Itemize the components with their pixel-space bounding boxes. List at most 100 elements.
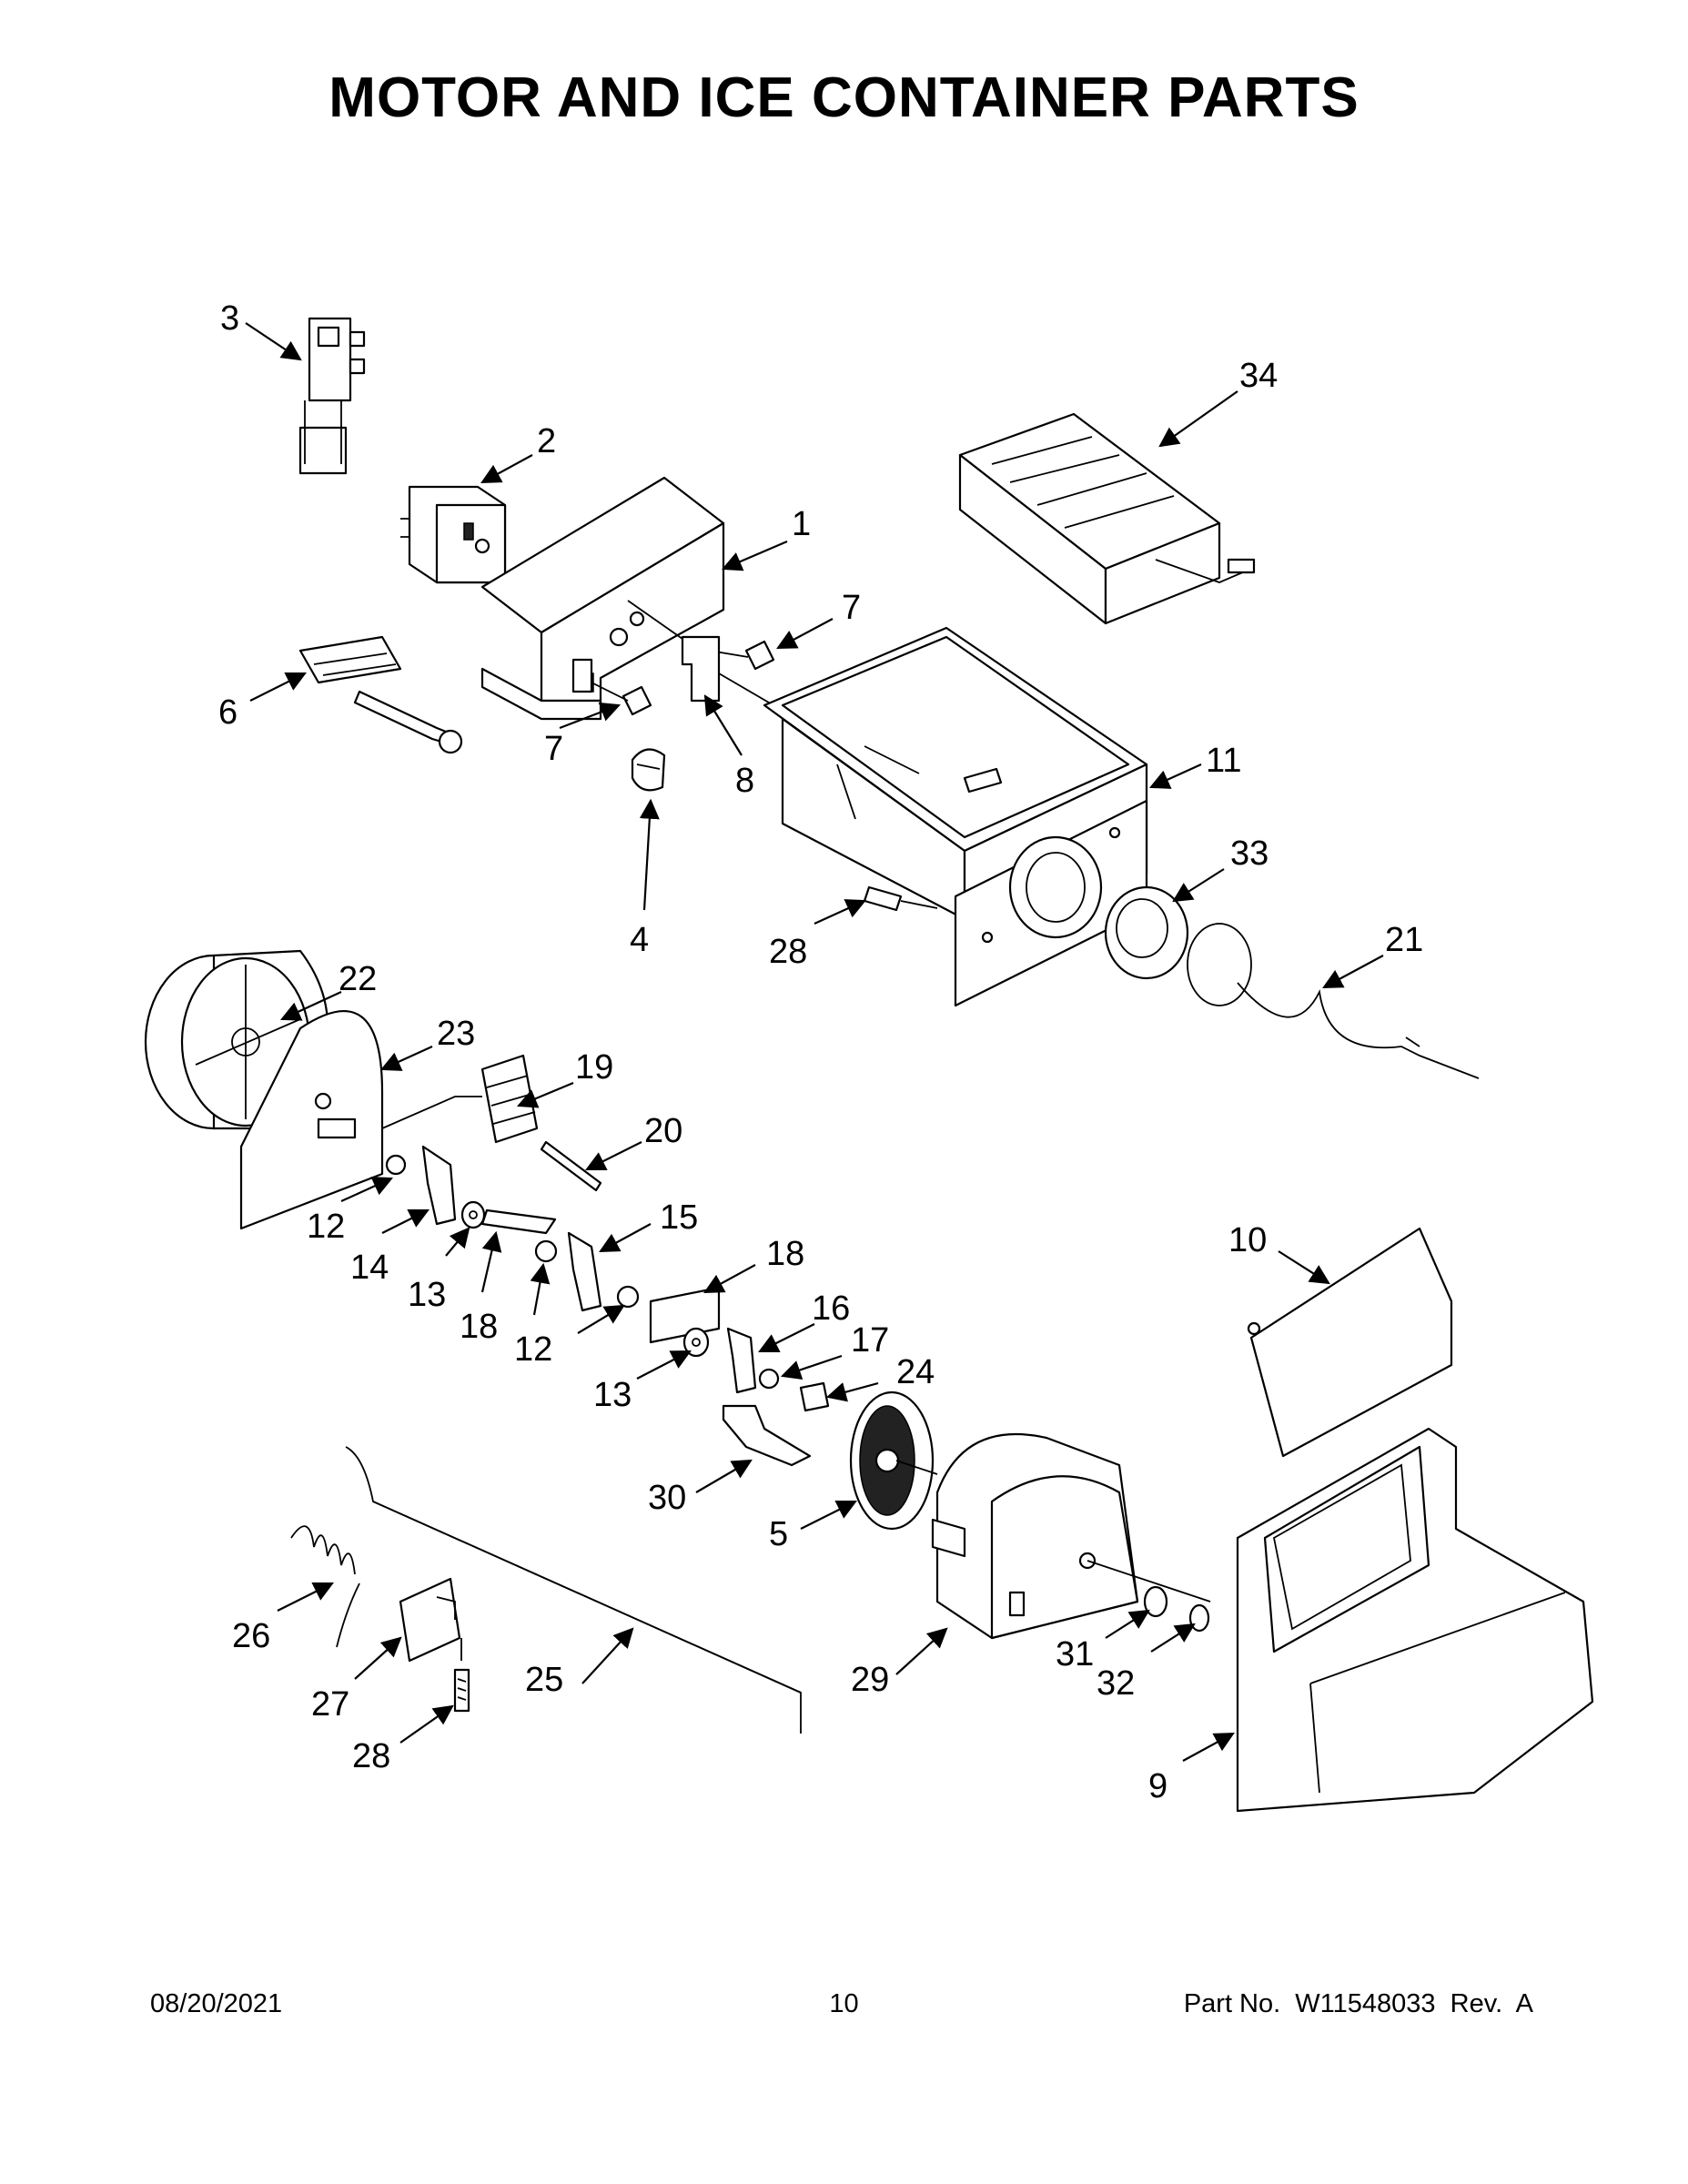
part-13-washer-b bbox=[682, 1327, 710, 1358]
callout-13b: 13 bbox=[593, 1376, 632, 1414]
callout-12a: 12 bbox=[307, 1208, 345, 1246]
footer-page-number: 10 bbox=[829, 1989, 859, 2018]
part-9-chute bbox=[1236, 1427, 1594, 1813]
callout-32: 32 bbox=[1097, 1664, 1135, 1703]
callout-arrows bbox=[245, 322, 1384, 1762]
part-15-cam bbox=[567, 1231, 602, 1312]
callout-11: 11 bbox=[1206, 742, 1241, 780]
part-18-blade-a bbox=[480, 1208, 557, 1235]
callout-28a: 28 bbox=[769, 933, 807, 971]
arrow-27 bbox=[354, 1636, 402, 1680]
callout-31: 31 bbox=[1056, 1635, 1094, 1673]
part-12-bearing-c bbox=[616, 1285, 640, 1309]
callout-3: 3 bbox=[220, 299, 239, 338]
arrow-5 bbox=[800, 1501, 857, 1530]
arrow-6 bbox=[249, 672, 307, 702]
callout-30: 30 bbox=[648, 1479, 686, 1517]
part-16-cam bbox=[726, 1327, 757, 1394]
callout-6: 6 bbox=[218, 693, 238, 732]
part-17-washer bbox=[758, 1368, 780, 1390]
arrow-12c bbox=[577, 1304, 625, 1334]
callout-27: 27 bbox=[311, 1685, 349, 1724]
callout-9: 9 bbox=[1148, 1767, 1167, 1805]
part-12-bearing-b bbox=[534, 1239, 558, 1263]
arrow-25 bbox=[581, 1627, 634, 1684]
part-6-thermostat bbox=[298, 635, 463, 754]
footer-part-number: Part No. W11548033 Rev. A bbox=[1183, 1989, 1533, 2018]
arrow-34 bbox=[1158, 390, 1238, 448]
callout-15: 15 bbox=[660, 1198, 698, 1237]
part-14-cam bbox=[421, 1145, 457, 1226]
arrow-22 bbox=[280, 991, 342, 1021]
part-12-bearing-a bbox=[385, 1154, 407, 1176]
arrow-32 bbox=[1150, 1623, 1196, 1653]
part-8-clip bbox=[681, 635, 774, 706]
callout-10: 10 bbox=[1228, 1221, 1267, 1259]
callout-17: 17 bbox=[851, 1321, 889, 1360]
arrow-11 bbox=[1148, 763, 1202, 789]
callout-29: 29 bbox=[851, 1661, 889, 1699]
arrow-33 bbox=[1172, 868, 1225, 903]
callout-20: 20 bbox=[644, 1112, 682, 1150]
callout-4: 4 bbox=[630, 921, 649, 959]
part-27-bracket bbox=[399, 1577, 461, 1663]
arrow-18b bbox=[703, 1264, 756, 1294]
callout-18a: 18 bbox=[460, 1308, 498, 1346]
callout-28b: 28 bbox=[352, 1737, 390, 1775]
arrow-2 bbox=[480, 454, 533, 484]
arrow-26 bbox=[277, 1582, 334, 1612]
part-19-crusher bbox=[381, 1054, 539, 1144]
callout-16: 16 bbox=[812, 1289, 850, 1328]
callout-7a: 7 bbox=[842, 589, 861, 627]
arrow-16 bbox=[758, 1323, 815, 1352]
arrow-28a bbox=[814, 899, 867, 925]
part-3-valve bbox=[298, 317, 366, 475]
part-5-gear bbox=[849, 1390, 938, 1531]
arrow-12b bbox=[530, 1262, 551, 1316]
arrow-29 bbox=[895, 1627, 948, 1675]
callout-8: 8 bbox=[735, 762, 754, 800]
callout-13a: 13 bbox=[408, 1276, 446, 1314]
part-30-clip bbox=[722, 1404, 812, 1467]
part-34-ice-maker bbox=[958, 412, 1256, 625]
arrow-8 bbox=[703, 694, 743, 756]
callout-23: 23 bbox=[437, 1015, 475, 1053]
arrow-17 bbox=[780, 1354, 843, 1380]
arrow-24 bbox=[825, 1381, 879, 1402]
arrow-13b bbox=[636, 1350, 692, 1380]
arrow-18a bbox=[480, 1230, 502, 1293]
part-11-ice-container bbox=[763, 626, 1148, 1007]
part-13-washer-a bbox=[460, 1200, 486, 1229]
arrow-31 bbox=[1105, 1609, 1150, 1639]
part-1-bracket bbox=[480, 476, 725, 721]
arrow-30 bbox=[695, 1459, 753, 1493]
callout-5: 5 bbox=[769, 1515, 788, 1553]
part-2-switch bbox=[400, 485, 507, 584]
arrow-10 bbox=[1278, 1250, 1330, 1285]
callout-33: 33 bbox=[1230, 834, 1269, 873]
arrow-9 bbox=[1182, 1732, 1235, 1762]
callout-22: 22 bbox=[339, 960, 377, 998]
part-25-panel bbox=[345, 1446, 802, 1734]
arrow-21 bbox=[1322, 955, 1384, 989]
arrow-19 bbox=[516, 1081, 574, 1108]
arrow-20 bbox=[585, 1141, 642, 1170]
callout-25: 25 bbox=[525, 1661, 563, 1699]
arrow-13a bbox=[445, 1227, 470, 1257]
arrow-15 bbox=[599, 1223, 652, 1253]
callout-12b: 12 bbox=[514, 1330, 552, 1369]
part-10-door bbox=[1247, 1227, 1453, 1458]
callout-21: 21 bbox=[1385, 921, 1423, 959]
part-18-blade-b bbox=[649, 1286, 721, 1344]
arrow-4 bbox=[639, 798, 660, 911]
part-32-clip bbox=[1188, 1603, 1210, 1633]
callout-14: 14 bbox=[350, 1249, 389, 1287]
part-31-washer bbox=[1143, 1585, 1168, 1618]
part-33-cap bbox=[1104, 885, 1189, 980]
footer-date: 08/20/2021 bbox=[150, 1989, 283, 2018]
callout-24: 24 bbox=[896, 1353, 935, 1391]
callout-26: 26 bbox=[232, 1617, 270, 1655]
page-title: MOTOR AND ICE CONTAINER PARTS bbox=[329, 66, 1359, 129]
callout-labels: 1 2 3 4 5 6 7 7 8 9 10 11 12 12 13 13 14… bbox=[218, 299, 1423, 1805]
